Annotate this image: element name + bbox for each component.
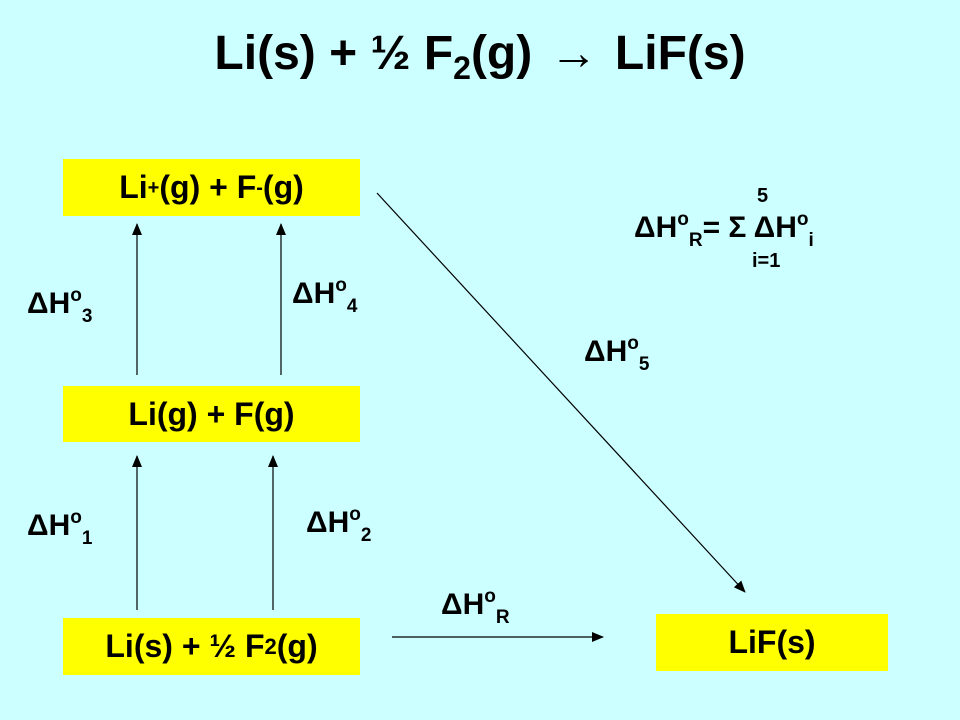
hess-law-equation: ΔHoR= Σ ΔHoi (634, 209, 814, 251)
dhr-label: ΔHoR (441, 586, 510, 628)
ions-box: Li+(g) + F-(g) (63, 159, 360, 216)
dh4-label: ΔHo4 (292, 275, 358, 317)
sum-upper-limit: 5 (757, 185, 769, 207)
arrow-dh5 (376, 192, 746, 593)
atoms-box: Li(g) + F(g) (63, 386, 360, 442)
dh2-label: ΔHo2 (306, 504, 372, 546)
product-box: LiF(s) (656, 614, 888, 671)
dh5-label: ΔHo5 (584, 333, 650, 375)
dh3-label: ΔHo3 (27, 285, 93, 327)
reaction-title: Li(s) + ½ F2(g) → LiF(s) (214, 27, 746, 86)
sum-lower-limit: i=1 (752, 250, 781, 272)
dh1-label: ΔHo1 (27, 507, 93, 549)
